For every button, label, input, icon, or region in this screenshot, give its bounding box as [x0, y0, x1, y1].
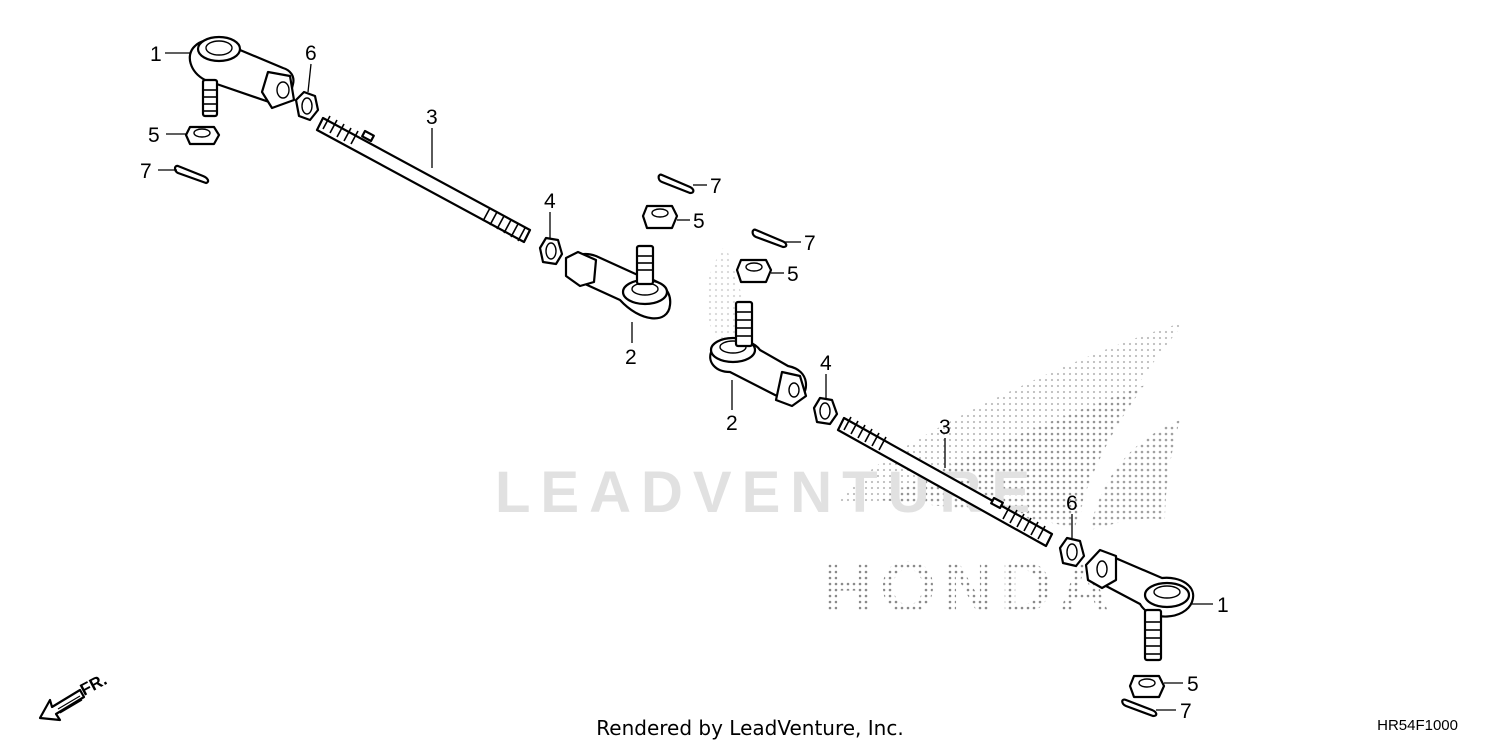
jam-nut-inner-left [538, 236, 564, 266]
callout-5-right: 5 [1187, 673, 1199, 696]
tie-rod-end-outer-right [1084, 548, 1195, 662]
tie-rod-right [836, 416, 1054, 548]
front-direction-arrow-icon [38, 688, 86, 722]
castle-nut-mid-lower [735, 258, 773, 284]
castle-nut-right [1128, 674, 1166, 699]
callout-3-left: 3 [426, 106, 438, 129]
tie-rod-right-threads [843, 416, 1046, 540]
tie-rod-left [315, 115, 532, 244]
callout-5-left: 5 [148, 124, 160, 147]
callout-4-right: 4 [820, 352, 832, 375]
callout-7-mid-upper: 7 [710, 175, 722, 198]
castle-nut-left [184, 125, 221, 146]
cotter-pin-mid-upper [657, 173, 695, 195]
callout-2-right: 2 [726, 412, 738, 435]
callout-5-mid-upper: 5 [693, 210, 705, 233]
callout-4-left: 4 [544, 190, 556, 213]
tie-rod-end-inner-right [709, 300, 808, 408]
callout-7-left: 7 [140, 160, 152, 183]
jam-nut-inner-right [812, 396, 839, 426]
callout-7-mid-lower: 7 [804, 232, 816, 255]
callout-6-left: 6 [305, 42, 317, 65]
tie-rod-end-outer-left [188, 35, 296, 118]
cotter-pin-right [1121, 698, 1158, 718]
callout-3-right: 3 [939, 416, 951, 439]
castle-nut-mid-upper [641, 204, 679, 230]
tie-rod-end-inner-left [564, 244, 672, 320]
leader-lines [158, 52, 1213, 711]
tie-rod-left-threads [322, 115, 526, 242]
jam-nut-outer-left [294, 90, 320, 122]
callout-5-mid-lower: 5 [787, 263, 799, 286]
cotter-pin-mid-lower [751, 228, 788, 249]
jam-nut-outer-right [1058, 536, 1086, 568]
cotter-pin-left [173, 164, 210, 185]
rendered-by-footer: Rendered by LeadVenture, Inc. [596, 716, 904, 740]
diagram-code: HR54F1000 [1377, 717, 1458, 734]
callout-2-left: 2 [625, 346, 637, 369]
callout-1-left: 1 [150, 43, 162, 66]
callout-7-right: 7 [1180, 700, 1192, 723]
callout-1-right: 1 [1217, 594, 1229, 617]
callout-6-right: 6 [1066, 492, 1078, 515]
